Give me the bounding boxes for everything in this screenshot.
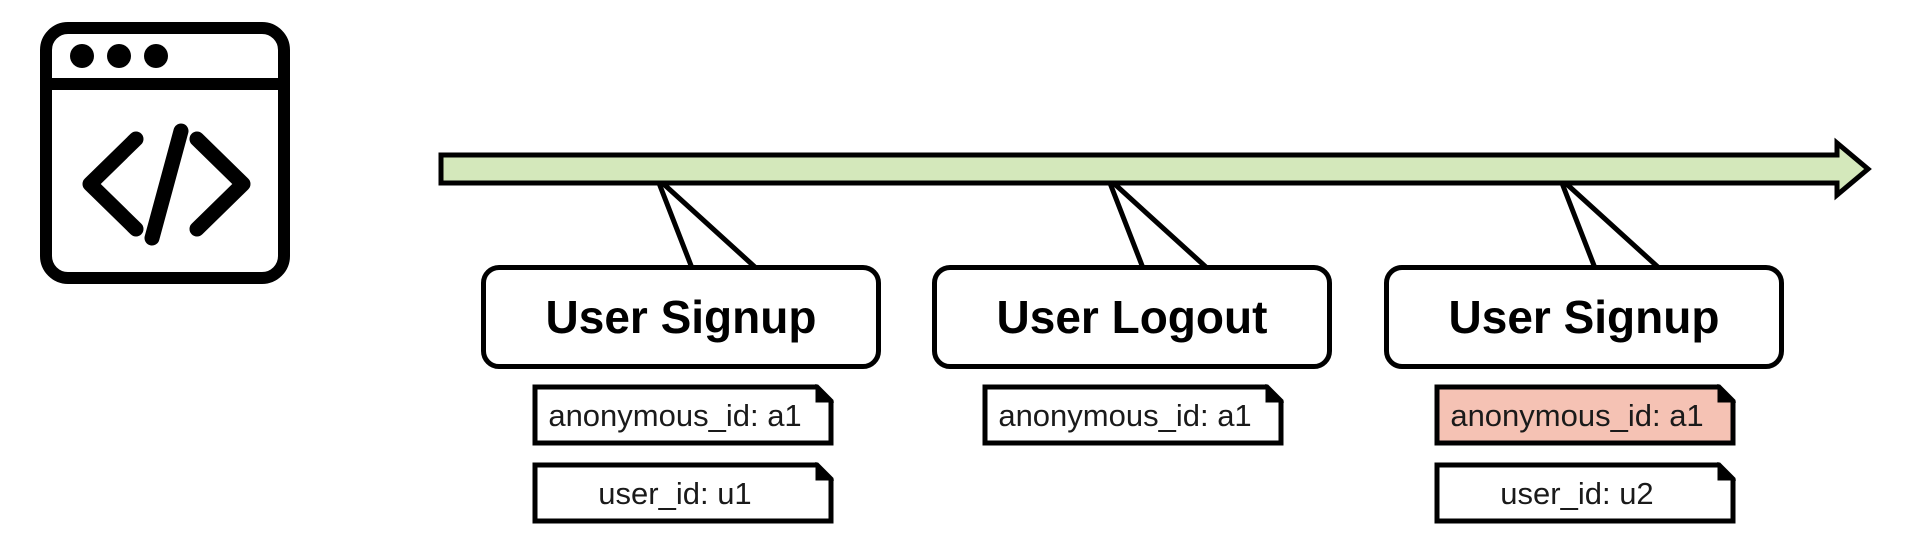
- note-text: anonymous_id: a1: [548, 397, 802, 433]
- window-frame: [40, 22, 290, 284]
- event-title-3: User Signup: [1448, 291, 1720, 343]
- note-body: [982, 384, 1284, 446]
- note-body: [532, 384, 834, 446]
- note-text: user_id: u1: [598, 475, 752, 511]
- note-folded-corner: [1717, 384, 1736, 403]
- window-dot-2: [107, 44, 131, 68]
- note-shape: [532, 462, 834, 524]
- note-event-3-anonymous-id[interactable]: anonymous_id: a1: [1434, 384, 1736, 446]
- code-window-icon: [40, 22, 290, 284]
- note-folded-corner: [1717, 462, 1736, 481]
- note-shape: [1434, 462, 1736, 524]
- note-text: anonymous_id: a1: [1450, 397, 1704, 433]
- event-box-1[interactable]: User Signup: [481, 265, 881, 369]
- angle-bracket-left-icon: [82, 131, 144, 237]
- window-dot-1: [70, 44, 94, 68]
- event-title-1: User Signup: [545, 291, 817, 343]
- note-body: [1434, 462, 1736, 524]
- timeline-arrow: [438, 137, 1872, 201]
- note-event-1-anonymous-id[interactable]: anonymous_id: a1: [532, 384, 834, 446]
- note-text: user_id: u2: [1500, 475, 1654, 511]
- callout-tail-event-2: [1105, 176, 1214, 271]
- event-title-2: User Logout: [996, 291, 1268, 343]
- note-event-3-user-id[interactable]: user_id: u2: [1434, 462, 1736, 524]
- callout-tail-event-1: [654, 176, 763, 271]
- event-box-3[interactable]: User Signup: [1384, 265, 1784, 369]
- callout-tails: [654, 176, 1666, 271]
- event-box-2[interactable]: User Logout: [932, 265, 1332, 369]
- note-shape: [1434, 384, 1736, 446]
- note-shape: [532, 384, 834, 446]
- angle-bracket-right-icon: [189, 131, 251, 237]
- note-text: anonymous_id: a1: [998, 397, 1252, 433]
- note-body-highlighted: [1434, 384, 1736, 446]
- note-folded-corner: [1265, 384, 1284, 403]
- note-body: [532, 462, 834, 524]
- slash-icon: [144, 123, 189, 246]
- note-folded-corner: [815, 384, 834, 403]
- callout-tail-event-3: [1557, 176, 1666, 271]
- note-folded-corner: [815, 462, 834, 481]
- window-dot-3: [144, 44, 168, 68]
- note-event-2-anonymous-id[interactable]: anonymous_id: a1: [982, 384, 1284, 446]
- note-event-1-user-id[interactable]: user_id: u1: [532, 462, 834, 524]
- code-window-icon-svg: [40, 22, 290, 284]
- note-shape: [982, 384, 1284, 446]
